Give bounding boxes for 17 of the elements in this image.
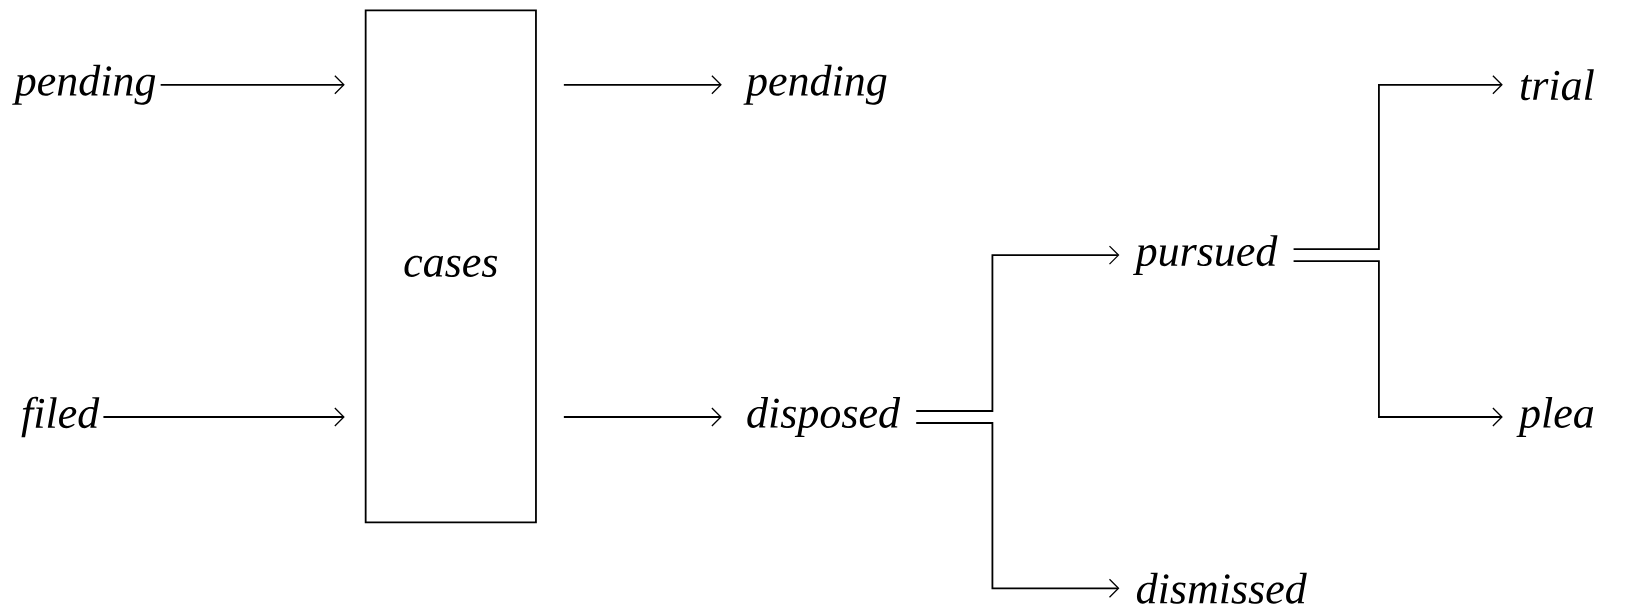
- arrow: [1292, 75, 1503, 250]
- state-label: filed: [21, 396, 100, 438]
- arrow: [1292, 260, 1503, 427]
- state-label: dismissed: [1136, 572, 1307, 604]
- arrow: [562, 75, 722, 95]
- arrow: [159, 75, 345, 95]
- state-label: pursued: [1133, 235, 1278, 276]
- state-label: pending: [12, 64, 156, 105]
- arrow: [915, 245, 1120, 412]
- state-label: plea: [1516, 397, 1594, 437]
- arrow: [915, 422, 1120, 598]
- arrow: [102, 407, 345, 427]
- process-box: cases: [364, 9, 537, 524]
- state-label: disposed: [747, 397, 901, 437]
- state-label: pending: [743, 64, 887, 105]
- state-label: trial: [1520, 69, 1594, 101]
- arrow: [562, 407, 722, 427]
